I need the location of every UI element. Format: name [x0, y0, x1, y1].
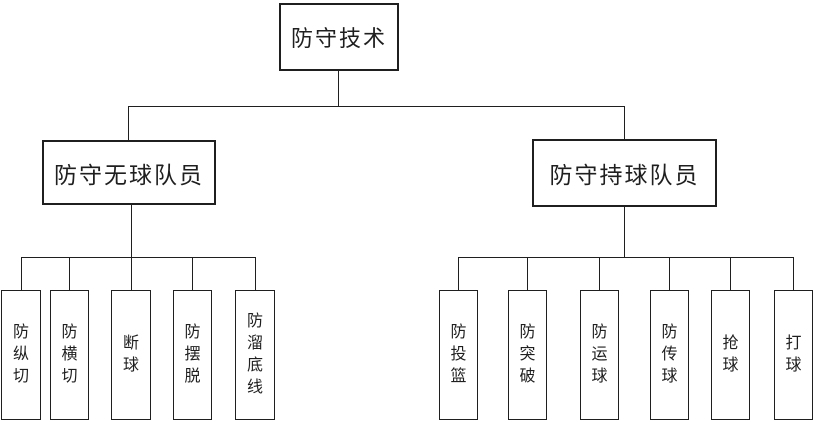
- leaf-node-defend-dribble: 防运球: [580, 290, 619, 420]
- leaf-node-label: 防传球: [661, 324, 678, 385]
- connector-line: [458, 257, 794, 258]
- leaf-node-defend-drive: 防突破: [508, 290, 547, 420]
- leaf-node-defend-pass: 防传球: [650, 290, 689, 420]
- leaf-node-steal-ball: 抢球: [711, 290, 750, 420]
- leaf-node-defend-baseline-slip: 防溜底线: [235, 290, 275, 420]
- root-node-label: 防守技术: [290, 26, 387, 51]
- connector-line: [793, 257, 794, 290]
- connector-line: [21, 257, 22, 290]
- leaf-node-defend-shot: 防投篮: [439, 290, 478, 420]
- connector-line: [624, 207, 625, 257]
- leaf-node-label: 防横切: [61, 324, 78, 385]
- leaf-node-label: 防投篮: [450, 324, 467, 385]
- leaf-node-label: 防摆脱: [184, 324, 201, 385]
- leaf-node-defend-breakaway: 防摆脱: [173, 290, 212, 420]
- connector-line: [730, 257, 731, 290]
- leaf-node-label: 打球: [785, 335, 802, 374]
- leaf-node-label: 防溜底线: [246, 313, 263, 396]
- connector-line: [131, 257, 132, 290]
- connector-line: [192, 257, 193, 290]
- branch-node-defend-onball-players: 防守持球队员: [532, 139, 717, 207]
- connector-line: [21, 257, 255, 258]
- connector-line: [128, 106, 625, 107]
- leaf-node-intercept-ball: 断球: [111, 290, 151, 420]
- connector-line: [624, 106, 625, 140]
- connector-line: [69, 257, 70, 290]
- branch-node-label: 防守无球队员: [54, 161, 204, 188]
- connector-line: [527, 257, 528, 290]
- leaf-node-defend-vertical-cut: 防纵切: [1, 290, 41, 420]
- connector-line: [338, 71, 339, 107]
- leaf-node-strike-ball: 打球: [774, 290, 813, 420]
- connector-line: [458, 257, 459, 290]
- connector-line: [131, 205, 132, 257]
- connector-line: [599, 257, 600, 290]
- connector-line: [128, 106, 129, 140]
- leaf-node-label: 防突破: [519, 324, 536, 385]
- branch-node-label: 防守持球队员: [549, 162, 700, 188]
- connector-line: [255, 257, 256, 290]
- branch-node-defend-offball-players: 防守无球队员: [42, 140, 216, 205]
- connector-line: [669, 257, 670, 290]
- leaf-node-label: 断球: [122, 335, 139, 374]
- leaf-node-defend-horizontal-cut: 防横切: [50, 290, 89, 420]
- root-node-defense-techniques: 防守技术: [279, 3, 399, 71]
- leaf-node-label: 抢球: [722, 335, 739, 374]
- leaf-node-label: 防纵切: [12, 324, 29, 385]
- leaf-node-label: 防运球: [591, 324, 608, 385]
